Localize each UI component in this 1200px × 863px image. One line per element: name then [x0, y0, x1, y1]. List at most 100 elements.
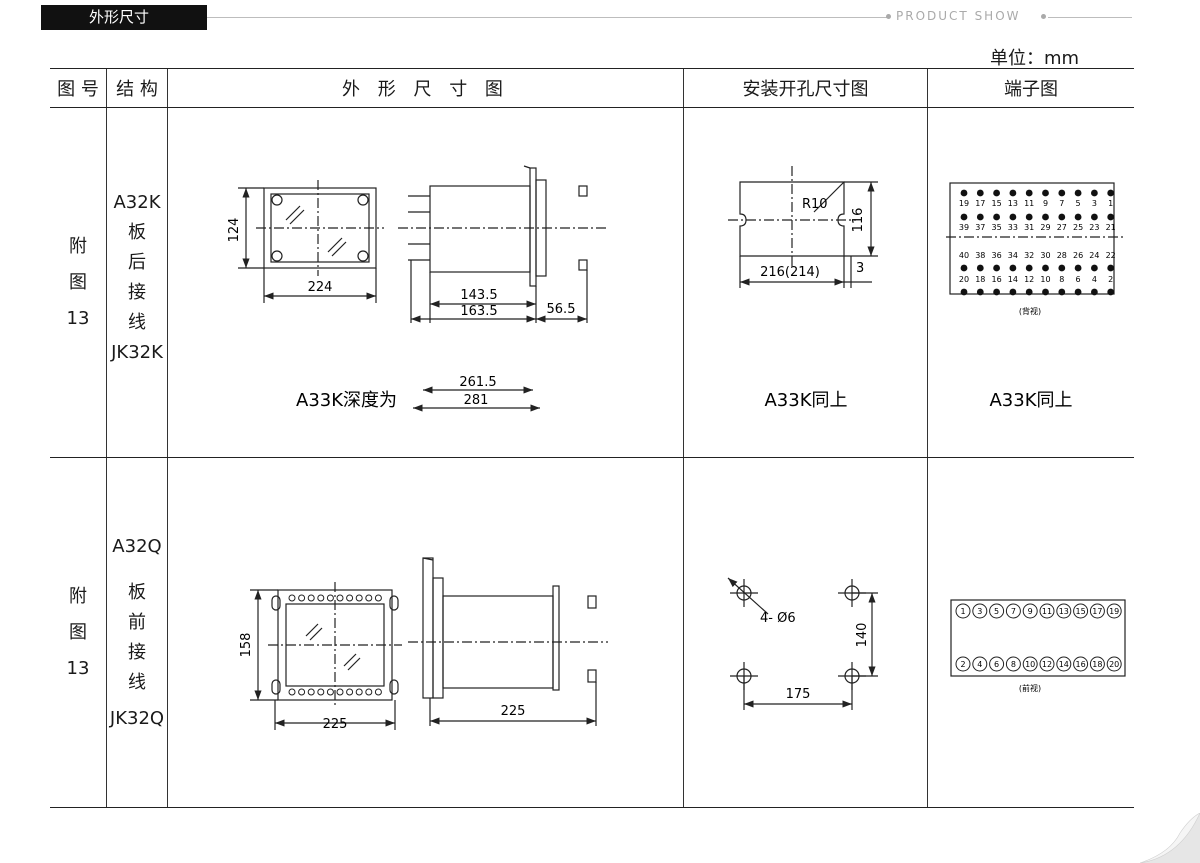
terminal-circle-icon — [955, 656, 971, 672]
screw-hole-icon — [326, 594, 334, 602]
terminal-circle-icon — [1073, 656, 1089, 672]
terminal-pin-icon — [1009, 189, 1017, 197]
terminal-label: 38 — [975, 251, 985, 260]
terminal-pin-icon — [1025, 264, 1033, 272]
terminal-pin-icon — [1107, 213, 1115, 221]
terminal-circle-icon — [989, 656, 1005, 672]
terminal-label: 24 — [1089, 251, 1099, 260]
terminal-label: 8 — [1059, 275, 1064, 284]
terminal-pin-icon — [1009, 213, 1017, 221]
terminal-label: 4 — [1092, 275, 1097, 284]
terminal-label: 21 — [1106, 223, 1116, 232]
header-rule-left — [207, 17, 890, 18]
cutout-drawing-a32q: 4- Ø6 140 175 — [727, 577, 878, 710]
terminal-pin-icon — [1058, 288, 1066, 296]
terminal-pin-icon — [1107, 288, 1115, 296]
model-code: A32Q — [112, 535, 162, 557]
cutout-holes: 4- Ø6 — [760, 611, 796, 626]
terminal-pin-icon — [1091, 288, 1098, 296]
terminal-pin-icon — [976, 264, 984, 272]
terminal-label: 15 — [1076, 607, 1086, 616]
fig-no-char: 附 — [69, 235, 87, 257]
structure-char: 后 — [128, 251, 146, 273]
terminal-label: 2 — [960, 660, 965, 669]
terminal-label: 8 — [1011, 660, 1016, 669]
screw-hole-icon — [355, 594, 363, 602]
terminal-label: 34 — [1008, 251, 1018, 260]
terminal-label: 13 — [1008, 199, 1018, 208]
screw-hole-icon — [307, 594, 315, 602]
terminal-label: 1 — [960, 607, 965, 616]
terminal-label: 20 — [1109, 660, 1119, 669]
a33k-depth-inner: 261.5 — [459, 375, 496, 390]
col-fig-no: 图 号 — [50, 68, 107, 108]
terminal-view: (背视) — [1019, 306, 1041, 316]
terminal-label: 19 — [959, 199, 969, 208]
fig-no-num: 13 — [66, 307, 90, 329]
outline-drawing-a32k: 124 224 143.5 163.5 56.5 A33K深度为 261.5 2… — [227, 165, 608, 412]
dim-height: 124 — [227, 218, 242, 243]
table-row: 附 图 13 A32K 板 后 接 线 JK32K — [50, 107, 1134, 458]
terminal-label: 19 — [1109, 607, 1119, 616]
cutout-height: 140 — [855, 623, 870, 648]
cutout-gap: 3 — [856, 261, 864, 276]
terminal-label: 35 — [992, 223, 1002, 232]
terminal-label: 11 — [1042, 607, 1052, 616]
dim-depth: 225 — [501, 704, 526, 719]
terminal-circle-icon — [1073, 603, 1089, 619]
terminal-label: 5 — [994, 607, 999, 616]
terminal-circle-icon — [972, 603, 988, 619]
cutout-drawing-a32k: R10 116 216(214) 3 A33K同上 — [728, 166, 878, 411]
terminal-circle-icon — [1089, 603, 1105, 619]
header-dot-right — [1041, 14, 1046, 19]
col-structure: 结 构 — [106, 68, 168, 108]
screw-hole-icon — [298, 594, 306, 602]
terminal-circle-icon — [1056, 656, 1072, 672]
terminal-pin-icon — [1025, 213, 1033, 221]
a33k-depth-label: A33K深度为 — [296, 390, 397, 411]
outline-cell: 158 225 225 — [167, 457, 684, 808]
terminal-circle-icon — [1089, 656, 1105, 672]
terminal-pin-icon — [1042, 288, 1049, 296]
screw-hole-icon — [346, 688, 354, 696]
a33k-depth-total: 281 — [464, 393, 489, 408]
terminal-pin-icon — [1025, 189, 1033, 197]
col-terminal: 端子图 — [927, 68, 1134, 108]
cutout-note: A33K同上 — [764, 390, 847, 411]
structure-cell: A32K 板 后 接 线 JK32K — [106, 107, 168, 458]
terminal-circle-icon — [1005, 603, 1021, 619]
terminal-pin-icon — [976, 213, 984, 221]
terminal-circle-icon — [1039, 603, 1055, 619]
table-header-row: 图 号 结 构 外 形 尺 寸 图 安装开孔尺寸图 端子图 — [50, 68, 1134, 108]
terminal-label: 17 — [1092, 607, 1102, 616]
screw-hole-icon — [355, 688, 363, 696]
fig-no-char: 图 — [69, 621, 87, 643]
terminal-pin-icon — [1107, 264, 1115, 272]
terminal-label: 16 — [992, 275, 1002, 284]
cutout-radius: R10 — [802, 197, 828, 212]
terminal-pin-icon — [1058, 189, 1066, 197]
terminal-label: 13 — [1059, 607, 1069, 616]
dim-width: 225 — [323, 717, 348, 732]
terminal-label: 23 — [1089, 223, 1099, 232]
terminal-label: 10 — [1025, 660, 1035, 669]
screw-hole-icon — [317, 594, 325, 602]
fig-no-num: 13 — [66, 657, 90, 679]
fig-no-cell: 附 图 13 — [50, 107, 107, 458]
dim-depth-total: 163.5 — [460, 304, 497, 319]
cutout-cell: 4- Ø6 140 175 — [683, 457, 928, 808]
terminal-view: (前视) — [1019, 683, 1041, 693]
terminal-label: 4 — [977, 660, 982, 669]
terminal-label: 28 — [1057, 251, 1067, 260]
screw-hole-icon — [307, 688, 315, 696]
terminal-circle-icon — [989, 603, 1005, 619]
terminal-label: 16 — [1076, 660, 1086, 669]
col-cutout: 安装开孔尺寸图 — [683, 68, 928, 108]
terminal-label: 39 — [959, 223, 969, 232]
model-code: JK32Q — [109, 707, 165, 729]
terminal-label: 7 — [1011, 607, 1016, 616]
terminal-label: 3 — [977, 607, 982, 616]
terminal-pin-icon — [976, 189, 984, 197]
